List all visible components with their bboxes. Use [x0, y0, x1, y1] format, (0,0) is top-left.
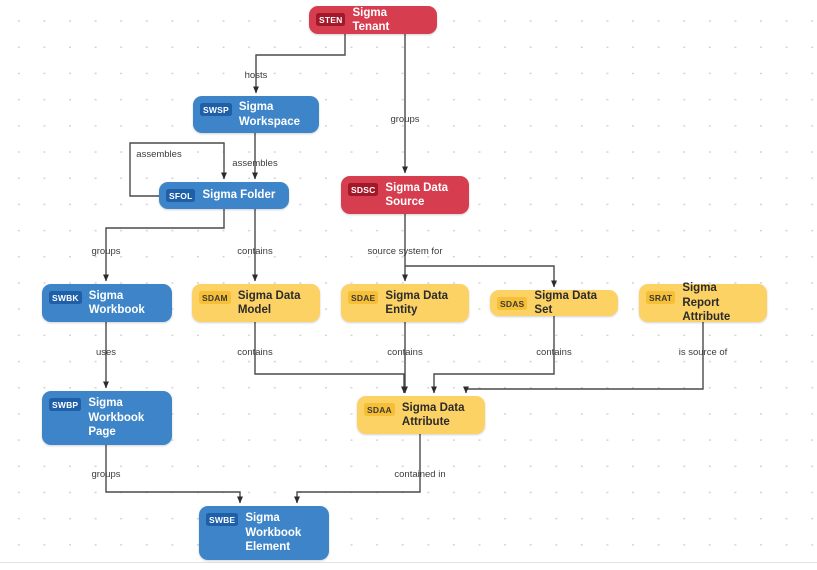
- edge-label-hosts: hosts: [244, 70, 268, 81]
- node-sigma-workbook[interactable]: SWBK Sigma Workbook: [42, 284, 172, 322]
- node-label: Sigma Workspace: [238, 101, 300, 128]
- edge-sdam-sdaa: [254, 322, 407, 394]
- edge-label-contains-dataentity: contains: [387, 347, 423, 358]
- node-label: Sigma Workbook: [88, 289, 145, 317]
- node-tag: SFOL: [166, 189, 196, 202]
- edge-label-uses: uses: [95, 347, 117, 358]
- edge-sten-swsp: [253, 34, 346, 94]
- node-sigma-report-attribute[interactable]: SRAT Sigma Report Attribute: [639, 282, 767, 324]
- node-label: Sigma Tenant: [352, 6, 390, 34]
- node-sigma-data-attribute[interactable]: SDAA Sigma Data Attribute: [357, 396, 485, 434]
- edge-label-source-system-for: source system for: [367, 246, 443, 257]
- edge-swbp-swbe: [105, 445, 243, 504]
- node-tag: SDAM: [199, 291, 231, 304]
- node-tag: SRAT: [646, 291, 676, 304]
- edge-label-assembles-self: assembles: [133, 149, 185, 160]
- node-label: Sigma Folder: [202, 189, 276, 202]
- edge-label-groups-folder: groups: [91, 246, 121, 257]
- node-label: Sigma Data Attribute: [401, 401, 465, 429]
- node-label: Sigma Data Set: [534, 289, 598, 317]
- node-tag: SDSC: [348, 183, 379, 196]
- node-sigma-data-source[interactable]: SDSC Sigma Data Source: [341, 176, 469, 214]
- edge-srat-sdaa: [463, 322, 704, 394]
- node-tag: SWBE: [206, 513, 239, 526]
- node-tag: SDAA: [364, 403, 395, 416]
- node-label: Sigma Data Source: [385, 181, 449, 209]
- edge-label-is-source-of: is source of: [678, 347, 728, 358]
- node-sigma-folder[interactable]: SFOL Sigma Folder: [159, 182, 289, 209]
- node-label: Sigma Workbook Page: [88, 397, 145, 439]
- edge-label-contains-datamodel: contains: [237, 347, 273, 358]
- node-sigma-data-set[interactable]: SDAS Sigma Data Set: [490, 290, 618, 316]
- node-tag: SWBP: [49, 398, 82, 411]
- edge-label-contains-dataset: contains: [536, 347, 572, 358]
- node-tag: SDAS: [497, 297, 528, 310]
- edge-label-contained-in: contained in: [394, 469, 446, 480]
- node-tag: STEN: [316, 13, 346, 26]
- node-sigma-workbook-element[interactable]: SWBE Sigma Workbook Element: [199, 506, 329, 560]
- node-label: Sigma Workbook Element: [245, 512, 302, 554]
- edge-label-contains-folder: contains: [237, 246, 273, 257]
- node-label: Sigma Data Model: [237, 289, 301, 317]
- node-sigma-data-entity[interactable]: SDAE Sigma Data Entity: [341, 284, 469, 322]
- node-sigma-workbook-page[interactable]: SWBP Sigma Workbook Page: [42, 391, 172, 445]
- node-sigma-tenant[interactable]: STEN Sigma Tenant: [309, 6, 437, 34]
- node-sigma-workspace[interactable]: SWSP Sigma Workspace: [193, 96, 319, 133]
- node-tag: SDAE: [348, 291, 379, 304]
- node-tag: SWBK: [49, 291, 82, 304]
- node-sigma-data-model[interactable]: SDAM Sigma Data Model: [192, 284, 320, 322]
- edge-label-groups-page: groups: [91, 469, 121, 480]
- node-tag: SWSP: [200, 103, 232, 116]
- node-label: Sigma Report Attribute: [682, 282, 731, 324]
- edge-sfol-swbk: [103, 209, 225, 282]
- node-label: Sigma Data Entity: [385, 289, 449, 317]
- edge-label-groups-tenant: groups: [390, 114, 420, 125]
- edge-label-assembles-workspace: assembles: [232, 158, 278, 169]
